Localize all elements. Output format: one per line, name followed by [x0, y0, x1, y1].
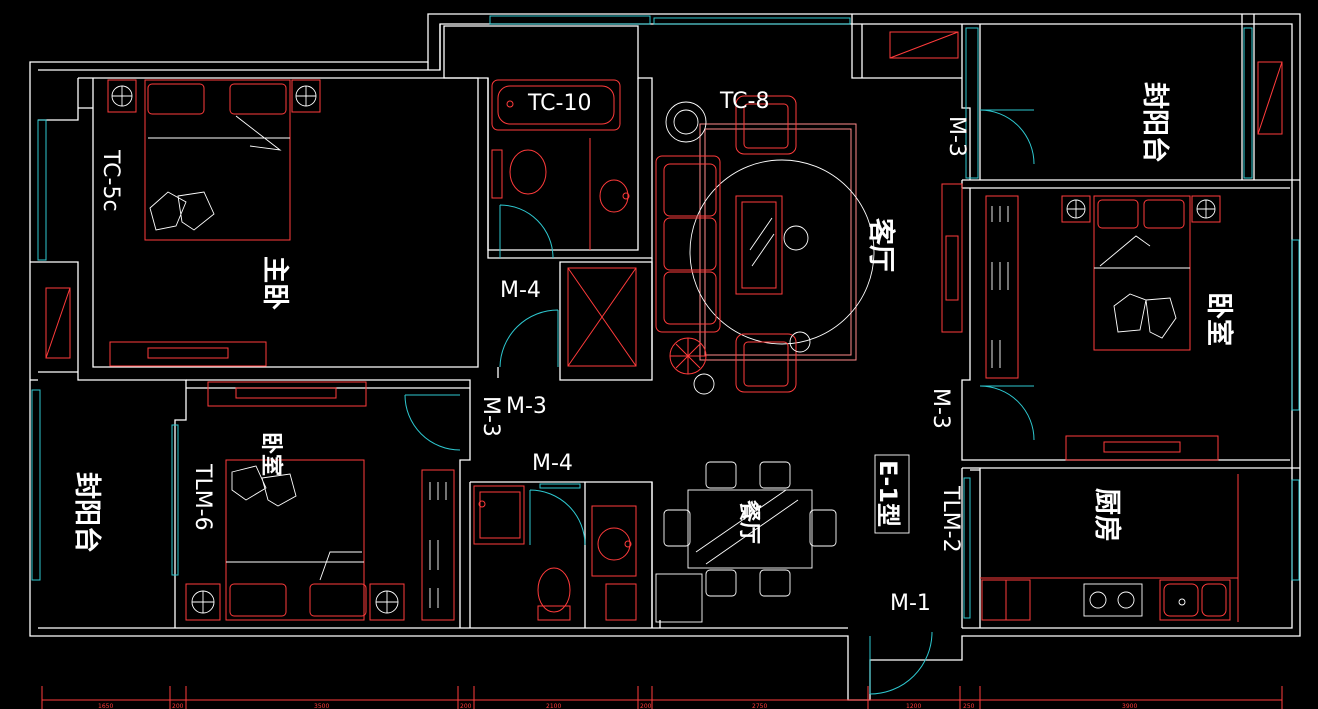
dim-2750: 2750 — [752, 703, 767, 709]
dim-1200: 1200 — [906, 703, 921, 709]
label-master-bedroom: 主卧 — [259, 256, 290, 310]
kitchen-wall — [970, 468, 981, 628]
label-balcony-top: 封阳台 — [1139, 82, 1171, 163]
label-tlm6: TLM-6 — [190, 463, 215, 531]
shower-wall — [497, 261, 653, 381]
label-m4-lower: M-4 — [532, 451, 573, 476]
master-bedroom-wall — [38, 77, 479, 368]
top-step-wall — [427, 24, 441, 70]
dim-2100: 2100 — [546, 703, 561, 709]
unit-type-box — [874, 454, 910, 534]
label-unit-type: E-1型 — [874, 460, 902, 527]
label-bedroom-right: 卧室 — [1203, 292, 1235, 346]
label-m3-vert-left: M-3 — [478, 396, 503, 437]
window-right-balcony — [1243, 27, 1253, 179]
top-balcony-wall — [851, 14, 1255, 180]
label-m3-mid: M-3 — [506, 394, 547, 419]
window-tlm2 — [963, 477, 971, 619]
balcony-top-items — [889, 31, 1283, 135]
dim-200-b: 200 — [460, 703, 472, 709]
dim-200-c: 200 — [640, 703, 652, 709]
label-kitchen: 厨房 — [1091, 488, 1122, 542]
door-master-bath — [499, 204, 554, 259]
door-m1-entry — [869, 631, 933, 695]
dim-3500: 3500 — [314, 703, 329, 709]
doors — [404, 109, 1035, 695]
label-living-room: 客厅 — [865, 218, 897, 272]
dimension-line: 1650 200 3500 200 2100 200 2750 1200 250… — [41, 686, 1283, 709]
balcony-left-items — [45, 287, 71, 359]
bath-top-wall — [443, 25, 653, 259]
label-m3-top-right: M-3 — [944, 116, 969, 157]
master-bedroom-furniture — [107, 79, 321, 367]
room-labels: 主卧 客厅 卧室 卧室 封阳台 封阳台 餐厅 厨房 — [71, 82, 1235, 553]
bedroom-left-wall — [186, 379, 471, 628]
label-m1: M-1 — [890, 591, 931, 616]
window-right-bedroom — [1291, 239, 1300, 411]
living-room-furniture — [655, 95, 875, 395]
label-balcony-left: 封阳台 — [71, 472, 103, 553]
shower-box — [567, 267, 637, 367]
door-m3-mid — [404, 394, 461, 451]
dim-200-a: 200 — [172, 703, 184, 709]
dim-3900: 3900 — [1122, 703, 1137, 709]
label-bedroom-left: 卧室 — [258, 432, 284, 476]
window-left-bedroom — [171, 424, 179, 576]
window-kitchen — [1291, 479, 1300, 581]
bath-top-inner — [487, 78, 639, 251]
walls — [29, 13, 1301, 701]
label-dining-room: 餐厅 — [736, 500, 761, 544]
label-tlm2: TLM-2 — [938, 485, 963, 553]
label-tc10: TC-10 — [527, 91, 591, 116]
top-bath-fixtures — [491, 79, 630, 250]
outer-wall — [29, 13, 1301, 701]
door-m3-top-right — [979, 109, 1035, 165]
window-lower-bath — [539, 483, 581, 489]
label-m3-right: M-3 — [928, 388, 953, 429]
window-top-left — [489, 15, 651, 25]
cad-labels: TC-10 TC-8 TC-5c M-4 M-3 M-3 M-4 M-3 M-3… — [98, 89, 969, 616]
rug — [699, 123, 857, 361]
label-tc5c: TC-5c — [98, 149, 123, 212]
dim-1650: 1650 — [98, 703, 113, 709]
dining-furniture — [655, 461, 837, 623]
label-m4-upper: M-4 — [500, 278, 541, 303]
window-top-right — [653, 17, 851, 25]
label-tc8: TC-8 — [719, 89, 769, 114]
lower-bath-fixtures — [473, 485, 637, 621]
window-left-balcony — [31, 389, 41, 581]
windows — [31, 15, 1300, 619]
right-bedroom-furniture — [941, 183, 1221, 461]
door-m4-upper — [499, 309, 559, 368]
dining-wall — [651, 258, 661, 628]
dim-250: 250 — [963, 703, 975, 709]
inner-wall — [38, 23, 1293, 629]
left-bedroom-furniture — [185, 381, 455, 621]
left-divider-wall — [30, 261, 187, 628]
kitchen-fixtures — [980, 474, 1239, 622]
door-m4-lower — [529, 489, 586, 546]
window-left-master — [37, 119, 47, 261]
right-vertical-wall — [961, 78, 1300, 628]
window-top-balcony — [965, 27, 979, 179]
door-m3-right — [979, 385, 1035, 441]
